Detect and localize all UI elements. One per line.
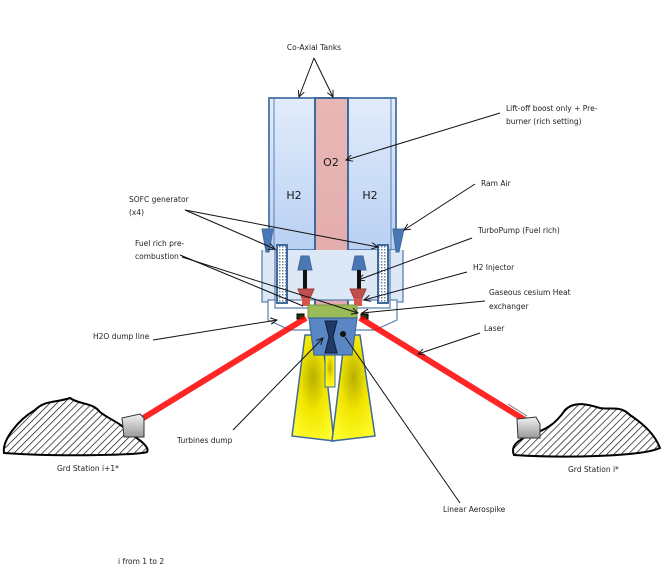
pointer-sofc-right [184,209,378,247]
pointer-fuel-rich-right [181,256,358,313]
pointer-laser [418,332,481,354]
pointer-lines [152,57,501,504]
turbopump-left [297,255,313,290]
pointer-ram-air [404,183,476,230]
inner-housing [282,250,383,301]
ground-station-right [507,403,662,458]
label-liftoff-line2: burner (rich setting) [506,117,582,126]
pointer-sofc-left [184,209,275,249]
label-sofc-line1: SOFC generator [129,195,190,204]
label-turbines-dump: Turbines dump [176,436,233,445]
pointer-liftoff [346,112,501,160]
pointer-linear-aerospike [344,336,461,504]
pointer-turbines-dump [232,338,323,431]
h2-right-label: H2 [362,189,377,202]
ram-air-intake-right [392,228,405,253]
label-fuel-rich-line1: Fuel rich pre- [135,239,184,248]
pointer-h2o-dump [152,320,277,341]
pointer-fuel-rich-left [179,254,304,307]
sofc-generator-right [377,244,389,304]
terrain-left [2,396,149,457]
label-liftoff-line1: Lift-off boost only + Pre- [506,104,598,113]
label-fuel-rich-line2: combustion [135,252,179,261]
label-linear-aerospike: Linear Aerospike [443,505,506,514]
pointer-heat-exchanger [362,300,486,313]
label-heat-exchanger-line2: exchanger [489,302,529,311]
turbine-exhaust [324,354,336,388]
sofc-generator-left [276,244,288,304]
injector-plume-left [302,298,310,306]
label-sofc-line2: (x4) [129,208,144,217]
coaxial-tank-assembly: O2 H2 H2 [268,97,397,312]
station-right-guide [507,403,528,417]
turbine-icon [324,320,338,354]
label-laser: Laser [484,324,505,333]
label-grd-station-right: Grd Station i* [568,465,619,474]
cesium-heat-exchanger [307,304,358,319]
ground-station-left [2,396,149,457]
injector-plume-right [354,298,362,306]
label-grd-station-left: Grd Station i+1* [57,464,119,473]
laser-station-box-right [516,416,541,439]
laser-beam-left [138,315,308,423]
pointer-coaxial-left [299,57,315,97]
housing-left-wall [261,250,276,303]
laser-station-box-left [121,413,145,438]
label-h2-injector: H2 Injector [473,263,515,272]
housing-right-wall [389,250,404,303]
label-h2o-dump: H2O dump line [93,332,150,341]
aerospike-point [340,331,346,337]
label-ram-air: Ram Air [481,179,512,188]
pointer-coaxial-right [313,57,333,97]
pointer-h2-injector [364,271,468,300]
o2-label: O2 [323,156,339,169]
footnote: i from 1 to 2 [118,557,164,566]
laser-beam-right [358,315,527,423]
pointer-turbopump [358,237,473,280]
label-turbopump: TurboPump (Fuel rich) [477,226,560,235]
label-coaxial-tanks: Co-Axial Tanks [287,43,341,52]
label-heat-exchanger-line1: Gaseous cesium Heat [489,288,571,297]
h2-left-label: H2 [286,189,301,202]
